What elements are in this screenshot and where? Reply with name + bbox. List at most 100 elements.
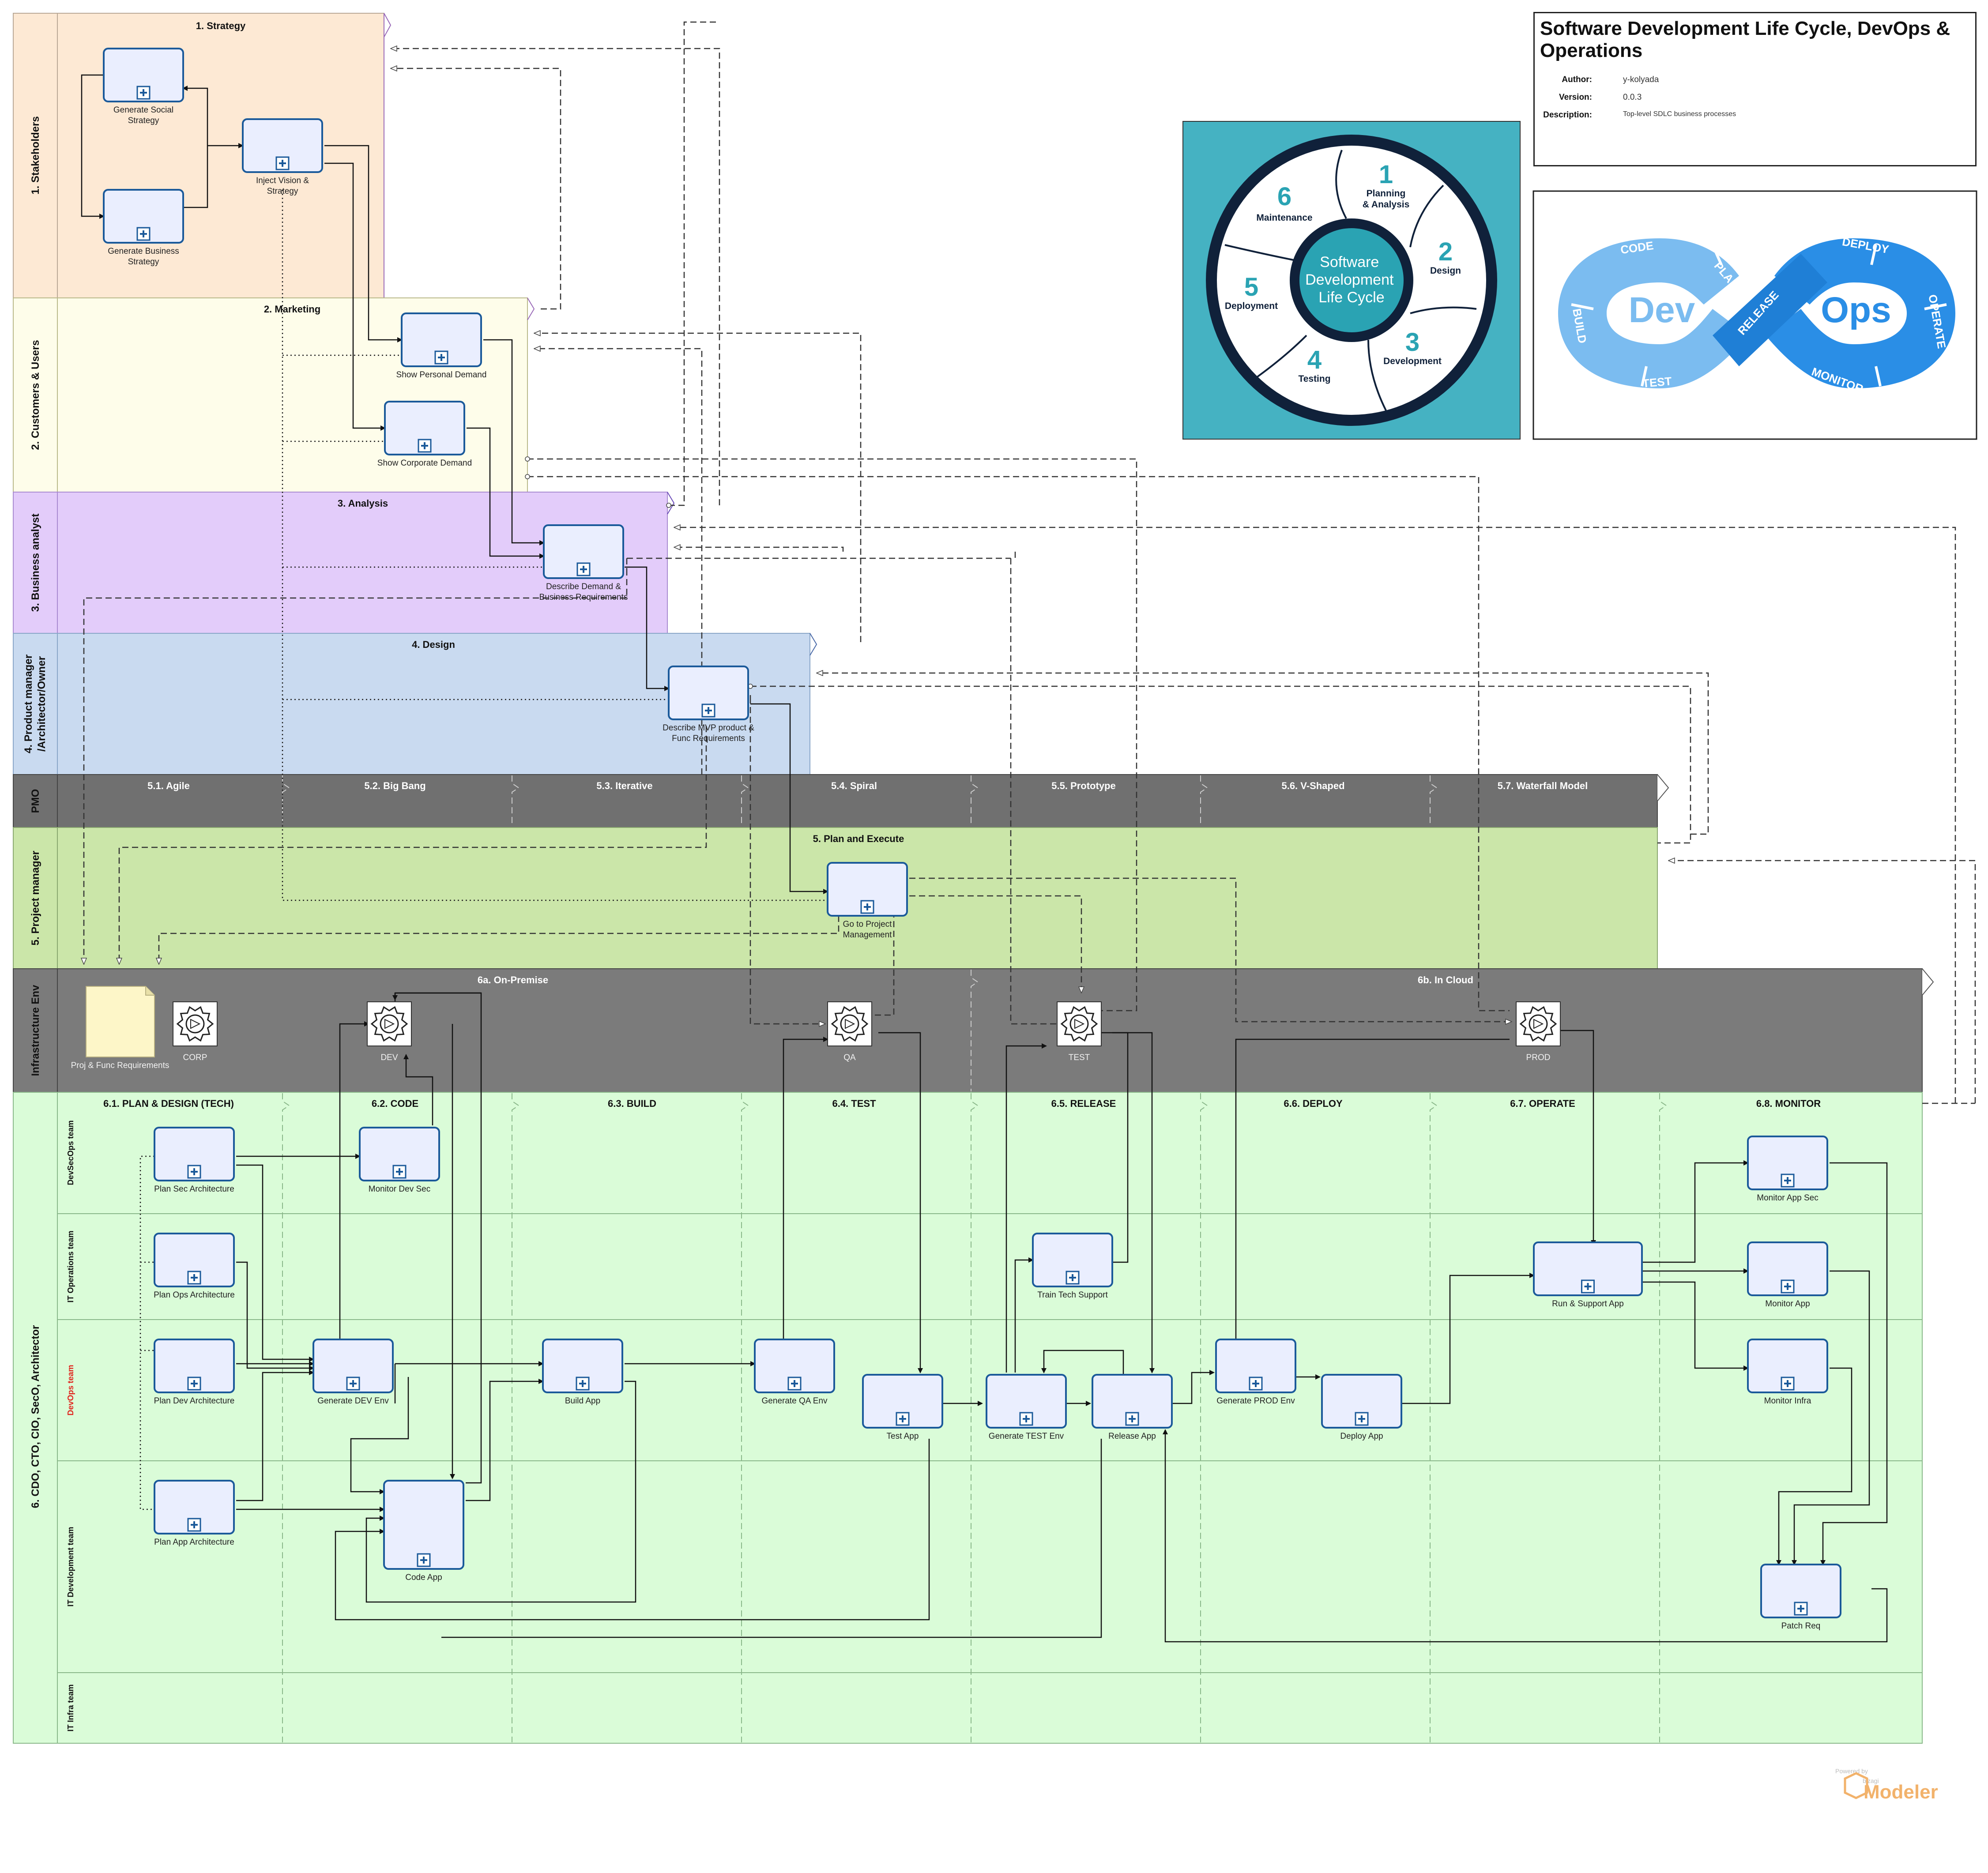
subprocess-plus-icon[interactable] — [346, 1377, 360, 1391]
subprocess-plus-icon[interactable] — [1581, 1279, 1595, 1294]
phase-in-cloud: 6b. In Cloud — [1418, 974, 1473, 985]
pool-label-dev-team: 6. CDO, CTO, CIO, SecO, Architector — [30, 1325, 41, 1508]
phase-plan-execute: 5. Plan and Execute — [813, 833, 904, 844]
sdlc-stages: 1 Planning& Analysis 2 Design 3 Developm… — [1225, 160, 1461, 384]
task-code-app[interactable]: Code App — [383, 1480, 464, 1582]
task-build-app[interactable]: Build App — [542, 1339, 623, 1406]
devops-ops: Ops — [1821, 290, 1891, 330]
task-run-support[interactable]: Run & Support App — [1533, 1241, 1643, 1309]
stage-num: 4 — [1307, 346, 1322, 374]
pool-infrastructure: Infrastructure Env 6a. On-Premise 6b. In… — [13, 968, 1934, 1093]
dev-phase: 6.8. MONITOR — [1756, 1098, 1821, 1109]
task-patch-req[interactable]: Patch Req — [1760, 1564, 1841, 1631]
env-corp-gear-icon[interactable]: CORP — [173, 1001, 218, 1062]
task-monitor-app-sec[interactable]: Monitor App Sec — [1747, 1136, 1828, 1203]
stage-num: 3 — [1405, 328, 1419, 357]
stage-name: Maintenance — [1256, 213, 1312, 223]
task-label: Patch Req — [1781, 1621, 1821, 1631]
plus-icon — [191, 1274, 198, 1281]
sdlc-wheel: Software Development Life Cycle 1 Planni… — [1182, 121, 1521, 440]
document-title: Software Development Life Cycle, DevOps … — [1540, 18, 1950, 61]
pool-stakeholders: 1. Stakeholders 1. Strategy — [13, 13, 392, 298]
plus-icon — [1584, 1283, 1592, 1290]
plus-icon — [1784, 1380, 1791, 1387]
env-label: QA — [843, 1053, 856, 1062]
dev-phase: 6.4. TEST — [832, 1098, 876, 1109]
env-dev-gear-icon[interactable]: DEV — [367, 1001, 412, 1062]
env-prod-gear-icon[interactable]: PROD — [1516, 1001, 1561, 1062]
dev-phase: 6.7. OPERATE — [1510, 1098, 1575, 1109]
watermark-powered: Powered by — [1835, 1768, 1868, 1775]
task-label: Build App — [565, 1396, 600, 1406]
subprocess-plus-icon[interactable] — [1794, 1602, 1808, 1616]
devops-dev: Dev — [1629, 290, 1695, 330]
env-test-gear-icon[interactable]: TEST — [1057, 1001, 1102, 1062]
task-train-tech[interactable]: Train Tech Support — [1032, 1233, 1113, 1300]
pmo-phase: 5.5. Prototype — [1051, 780, 1115, 791]
task-label: Describe Demand &Business Requirements — [539, 582, 628, 602]
task-plan-app[interactable]: Plan App Architecture — [154, 1480, 235, 1547]
subprocess-plus-icon[interactable] — [576, 562, 591, 576]
task-plan-sec[interactable]: Plan Sec Architecture — [154, 1127, 235, 1194]
sublane-devops: DevOps team — [66, 1365, 75, 1415]
task-monitor-infra[interactable]: Monitor Infra — [1747, 1339, 1828, 1406]
stage-name: Planning& Analysis — [1363, 188, 1410, 210]
dev-phase: 6.2. CODE — [372, 1098, 418, 1109]
env-label: TEST — [1069, 1053, 1090, 1062]
subprocess-plus-icon[interactable] — [1125, 1412, 1139, 1426]
phase-on-premise: 6a. On-Premise — [478, 974, 548, 985]
task-inject-vision[interactable]: Inject Vision &Strategy — [242, 118, 323, 196]
task-monitor-app[interactable]: Monitor App — [1747, 1241, 1828, 1309]
pool-customers: 2. Customers & Users 2. Marketing — [13, 297, 535, 493]
task-label: Generate TEST Env — [989, 1432, 1064, 1441]
task-gen-test-env[interactable]: Generate TEST Env — [986, 1374, 1067, 1441]
task-label: Code App — [405, 1573, 442, 1582]
pool-label-product-1: 4. Product manager — [23, 654, 34, 753]
task-test-app[interactable]: Test App — [862, 1374, 943, 1441]
task-show-personal[interactable]: Show Personal Demand — [396, 312, 487, 380]
pool-label-pmo: PMO — [30, 789, 41, 813]
env-label: CORP — [183, 1053, 207, 1062]
task-gen-qa-env[interactable]: Generate QA Env — [754, 1339, 835, 1406]
subprocess-plus-icon[interactable] — [860, 900, 874, 914]
task-release-app[interactable]: Release App — [1092, 1374, 1173, 1441]
sublane-it-development: IT Development team — [66, 1527, 75, 1606]
task-plan-dev[interactable]: Plan Dev Architecture — [154, 1339, 235, 1406]
env-qa-gear-icon[interactable]: QA — [827, 1001, 872, 1062]
plus-icon — [438, 354, 445, 361]
artifact-requirements: Proj & Func Requirements — [71, 986, 169, 1070]
task-plan-ops[interactable]: Plan Ops Architecture — [154, 1233, 235, 1300]
plus-icon — [140, 89, 147, 96]
task-label: Release App — [1108, 1432, 1156, 1441]
task-label: Deploy App — [1340, 1432, 1383, 1441]
task-describe-mvp[interactable]: Describe MVP product &Func Requirements — [663, 666, 754, 743]
sublane-devsecops: DevSecOps team — [66, 1120, 75, 1185]
dev-phases: 6.1. PLAN & DESIGN (TECH) 6.2. CODE 6.3.… — [103, 1098, 1821, 1109]
message-flows — [84, 21, 1976, 1104]
plus-icon — [191, 1521, 198, 1528]
task-deploy-app[interactable]: Deploy App — [1321, 1374, 1402, 1441]
dev-phase: 6.6. DEPLOY — [1284, 1098, 1343, 1109]
task-label: Describe MVP product &Func Requirements — [663, 723, 754, 743]
task-gen-prod-env[interactable]: Generate PROD Env — [1215, 1339, 1296, 1406]
devops-label: TEST — [1642, 374, 1672, 390]
task-label: Test App — [887, 1432, 919, 1441]
subprocess-plus-icon[interactable] — [187, 1271, 201, 1285]
plus-icon — [1784, 1177, 1791, 1184]
task-label: Show Corporate Demand — [377, 459, 472, 468]
svg-text:Proj & Func Requirements: Proj & Func Requirements — [71, 1061, 169, 1070]
task-gen-dev-env[interactable]: Generate DEV Env — [313, 1339, 394, 1406]
task-monitor-dev-sec[interactable]: Monitor Dev Sec — [359, 1127, 440, 1194]
pmo-phase: 5.1. Agile — [147, 780, 190, 791]
dev-phase: 6.1. PLAN & DESIGN (TECH) — [103, 1098, 234, 1109]
task-show-corporate[interactable]: Show Corporate Demand — [377, 401, 472, 468]
task-describe-demand[interactable]: Describe Demand &Business Requirements — [539, 524, 628, 602]
task-label: Monitor Infra — [1764, 1396, 1811, 1406]
phase-strategy: 1. Strategy — [196, 20, 246, 31]
